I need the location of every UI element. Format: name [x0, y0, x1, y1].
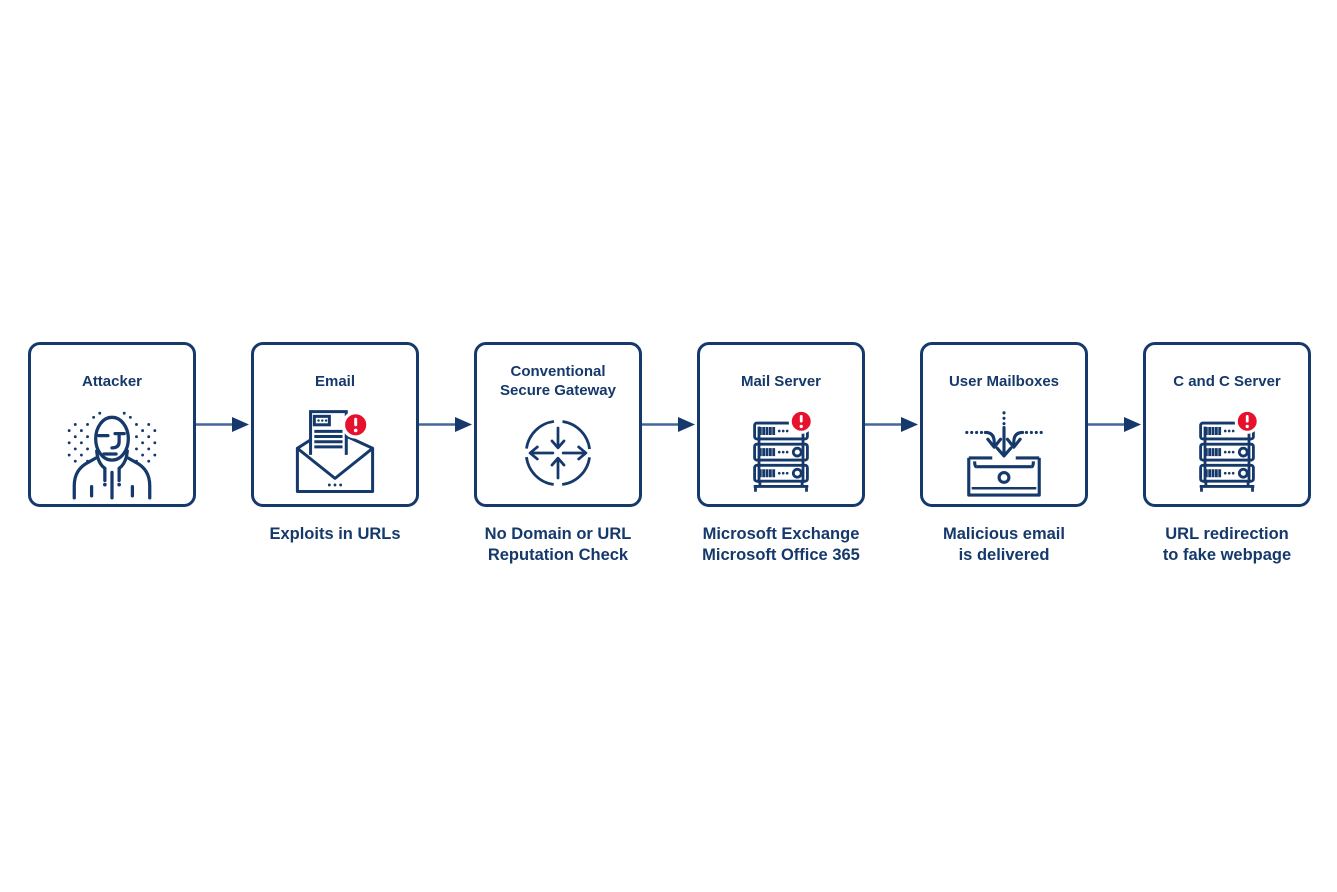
flow-node-cc-server: C and C Server — [1143, 342, 1311, 566]
node-box: Attacker — [28, 342, 196, 507]
flow-node-email: Email — [251, 342, 419, 566]
node-title: Mail Server — [740, 372, 822, 390]
node-box: User Mailboxes — [920, 342, 1088, 507]
arrow-right-icon — [196, 417, 249, 432]
mail-server-alert-icon — [753, 408, 814, 492]
arrow-right-icon — [865, 417, 918, 432]
flow-node-mail-server: Mail Server — [697, 342, 865, 566]
node-caption: Exploits in URLs — [269, 525, 401, 543]
node-box: Mail Server — [697, 342, 865, 507]
node-title: Email — [314, 372, 356, 390]
node-box: Conventional Secure Gateway — [474, 342, 642, 507]
node-box: C and C Server — [1143, 342, 1311, 507]
node-caption: No Domain or URL Reputation Check — [484, 525, 632, 564]
flow-node-attacker: Attacker — [28, 342, 196, 566]
node-caption: Microsoft Exchange Microsoft Office 365 — [702, 525, 860, 564]
arrow-right-icon — [642, 417, 695, 432]
node-box: Email — [251, 342, 419, 507]
arrow-right-icon — [419, 417, 472, 432]
flow-node-user-mailboxes: User Mailboxes — [920, 342, 1088, 566]
email-alert-icon — [295, 409, 375, 493]
attacker-icon — [67, 411, 157, 500]
secure-gateway-icon — [524, 419, 592, 486]
node-caption: URL redirection to fake webpage — [1162, 525, 1292, 564]
flow-row: Attacker — [28, 342, 1311, 566]
node-title: Conventional Secure Gateway — [500, 363, 616, 399]
arrow-right-icon — [1088, 417, 1141, 432]
node-title: C and C Server — [1173, 372, 1281, 390]
cc-server-alert-icon — [1199, 408, 1260, 492]
user-mailboxes-icon — [965, 410, 1043, 497]
node-title: User Mailboxes — [948, 372, 1060, 390]
node-title: Attacker — [81, 372, 143, 390]
node-caption: Malicious email is delivered — [943, 525, 1065, 564]
flow-node-secure-gateway: Conventional Secure Gateway No Domain or… — [474, 342, 642, 566]
